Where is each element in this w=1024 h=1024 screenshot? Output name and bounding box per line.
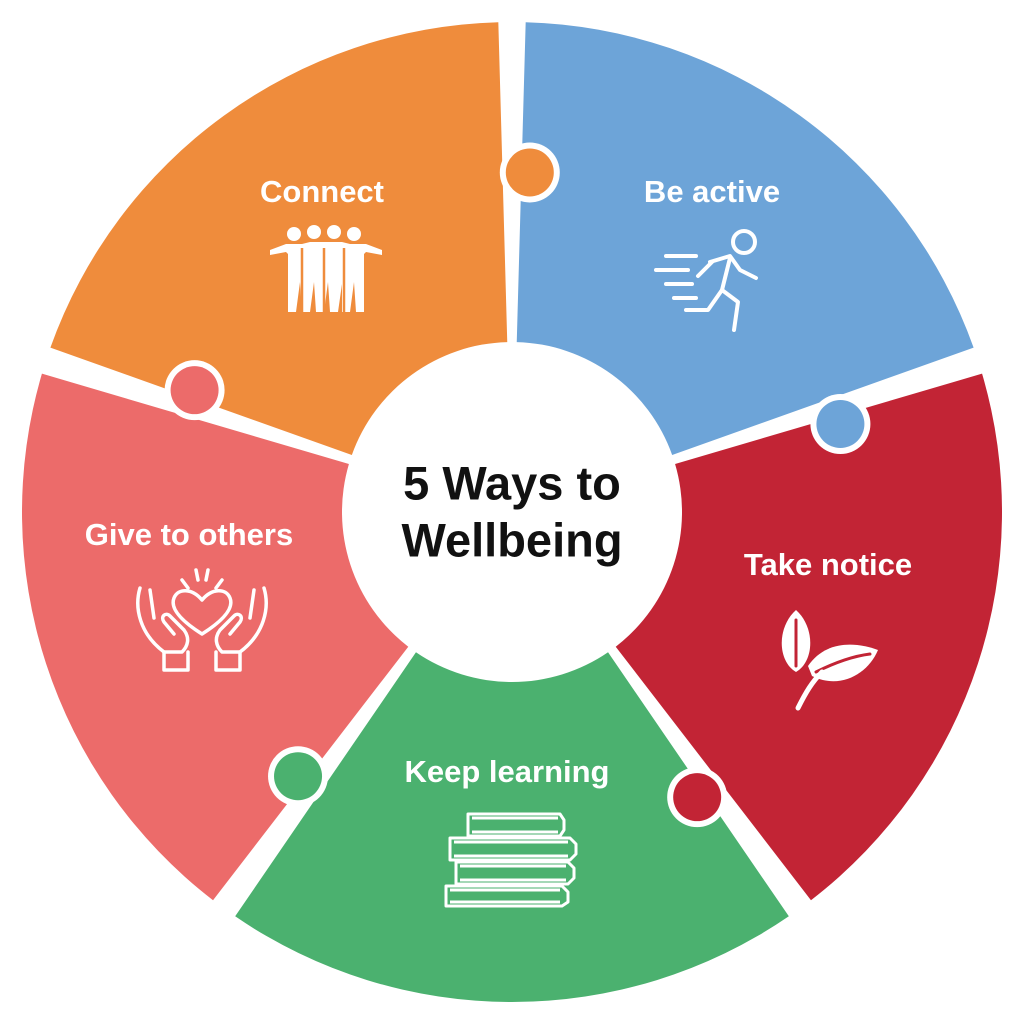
hands-heart-icon bbox=[136, 568, 268, 672]
puzzle-knob bbox=[673, 773, 722, 822]
puzzle-knob bbox=[505, 148, 554, 197]
segment-keep-learning bbox=[235, 652, 789, 1002]
center-title-line-2: Wellbeing bbox=[401, 514, 623, 567]
segment-label-take-notice: Take notice bbox=[743, 547, 913, 582]
center-title: 5 Ways to Wellbeing bbox=[401, 455, 622, 570]
center-title-line-1: 5 Ways to bbox=[403, 456, 621, 510]
segment-label-connect: Connect bbox=[260, 174, 384, 209]
running-person-icon bbox=[654, 229, 758, 332]
center-disc bbox=[348, 348, 676, 676]
puzzle-knob bbox=[816, 400, 865, 449]
segment-label-be-active: Be active bbox=[643, 174, 781, 209]
people-group-icon bbox=[270, 225, 382, 312]
segment-label-keep-learning: Keep learning bbox=[404, 754, 610, 789]
books-stack-icon bbox=[444, 812, 578, 908]
leaves-icon bbox=[781, 610, 878, 711]
segment-label-give-to-others: Give to others bbox=[84, 517, 294, 552]
segment-be-active bbox=[516, 22, 974, 455]
puzzle-knob bbox=[274, 752, 323, 801]
puzzle-knob bbox=[170, 366, 219, 415]
segment-connect bbox=[50, 22, 508, 455]
